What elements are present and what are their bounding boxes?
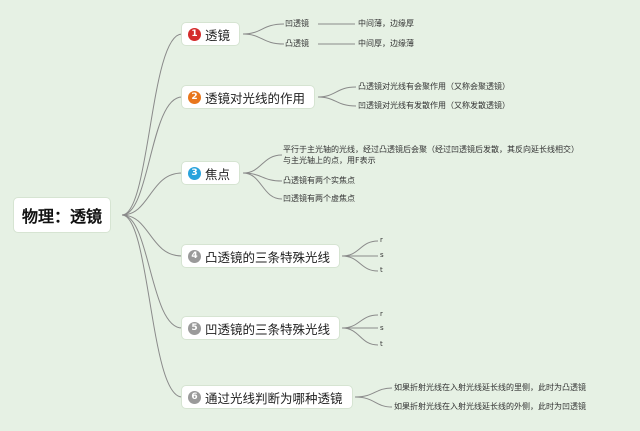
edge-root-topic-5 [121, 214, 183, 329]
edge-topic-1-leaf [242, 23, 355, 45]
edge-topic-3-leaf [242, 154, 283, 200]
leaf-ray-s[interactable]: s [380, 251, 384, 259]
topic-node-5[interactable]: 5 凹透镜的三条特殊光线 [182, 317, 340, 339]
leaf-convex-lens[interactable]: 凸透镜 [285, 39, 309, 48]
leaf-concave-effect[interactable]: 凹透镜对光线有发散作用（又称发散透镜） [358, 101, 510, 110]
edge-root-topic-6 [121, 214, 183, 398]
topic-node-1[interactable]: 1 透镜 [182, 23, 240, 45]
leaf-concave-judgement[interactable]: 如果折射光线在入射光线延长线的外侧，此时为凹透镜 [394, 402, 586, 411]
edge-topic-2-leaf [317, 86, 357, 107]
leaf-convex-description[interactable]: 中间厚，边缘薄 [358, 39, 414, 48]
leaf-concave-lens[interactable]: 凹透镜 [285, 19, 309, 28]
topic-label: 焦点 [205, 166, 231, 182]
topic-node-6[interactable]: 6 通过光线判断为哪种透镜 [182, 386, 352, 408]
topic-node-4[interactable]: 4 凸透镜的三条特殊光线 [182, 245, 340, 267]
leaf-ray-r[interactable]: r [380, 310, 383, 318]
topic-label: 透镜 [205, 27, 231, 43]
leaf-concave-focus[interactable]: 凹透镜有两个虚焦点 [283, 194, 355, 203]
leaf-ray-t[interactable]: t [380, 340, 383, 348]
topic-number-badge: 5 [188, 321, 201, 335]
topic-number-badge: 4 [188, 249, 201, 263]
root-node[interactable]: 物理：透镜 [14, 198, 111, 232]
topic-number-badge: 3 [188, 166, 201, 180]
edge-topic-5-leaf [341, 314, 379, 346]
edge-root-topic-3 [121, 172, 183, 216]
leaf-focus-definition[interactable]: 平行于主光轴的光线，经过凸透镜后会聚（经过凹透镜后发散，其反向延长线相交）与主光… [283, 145, 579, 165]
edge-topic-4-leaf [341, 240, 379, 272]
edge-root-topic-1 [121, 33, 183, 216]
leaf-convex-judgement[interactable]: 如果折射光线在入射光线延长线的里侧，此时为凸透镜 [394, 383, 586, 392]
topic-node-3[interactable]: 3 焦点 [182, 162, 240, 184]
leaf-ray-r[interactable]: r [380, 236, 383, 244]
topic-label: 凸透镜的三条特殊光线 [205, 249, 331, 265]
edge-topic-6-leaf [354, 387, 393, 408]
topic-number-badge: 1 [188, 27, 201, 41]
leaf-convex-focus[interactable]: 凸透镜有两个实焦点 [283, 176, 355, 185]
topic-number-badge: 6 [188, 390, 201, 404]
topic-label: 凹透镜的三条特殊光线 [205, 321, 331, 337]
leaf-ray-s[interactable]: s [380, 324, 384, 332]
topic-node-2[interactable]: 2 透镜对光线的作用 [182, 86, 315, 108]
leaf-convex-effect[interactable]: 凸透镜对光线有会聚作用（又称会聚透镜） [358, 82, 510, 91]
topic-label: 通过光线判断为哪种透镜 [205, 390, 343, 406]
topic-number-badge: 2 [188, 90, 201, 104]
leaf-ray-t[interactable]: t [380, 266, 383, 274]
edge-root-topic-2 [121, 96, 183, 216]
topic-label: 透镜对光线的作用 [205, 90, 306, 106]
edge-root-topic-4 [121, 214, 183, 257]
leaf-concave-description[interactable]: 中间薄，边缘厚 [358, 19, 414, 28]
root-label: 物理：透镜 [22, 207, 103, 226]
